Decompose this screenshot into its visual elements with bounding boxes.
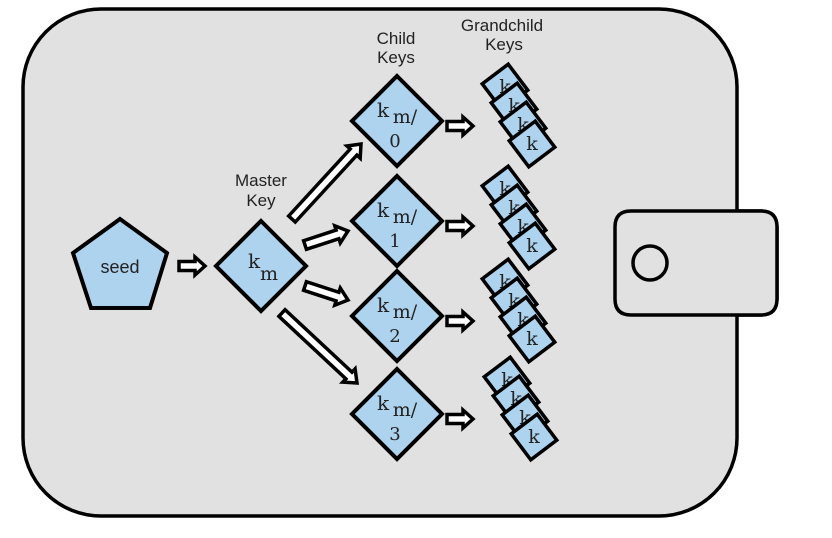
child-key-symbol: k [377,293,390,317]
grandchild-key-label: k [526,328,538,350]
wallet-clasp-button [631,244,669,282]
seed-node: seed [70,216,170,310]
grandchild-key: k [506,220,558,272]
child-key-index: 2 [389,326,400,347]
grandchild-key: k [506,313,558,365]
master-heading-line2: Key [246,191,276,210]
child-key-path: m/ [393,106,418,128]
arrow-master-to-child-1 [301,222,351,252]
grandchild-key: k [506,118,558,170]
arrows-group [177,113,476,432]
arrow-child-to-grandchildren-0 [445,113,476,139]
grandchild-heading-line1: Grandchild [461,16,543,35]
child-key-symbol: k [377,98,390,122]
arrow-child-to-grandchildren-3 [445,406,476,432]
child-key-index: 3 [389,424,400,445]
child-heading-line1: Child [377,29,416,48]
arrow-seed-to-master [177,253,208,279]
grandchild-key: k [508,411,560,463]
seed-label: seed [100,257,139,277]
master-key-subscript: m [260,263,278,285]
master-key-node: k m [213,218,309,314]
wallet-clasp-front [737,209,779,317]
child-key-symbol: k [377,391,390,415]
arrow-master-to-child-3 [276,307,360,385]
child-heading-line2: Keys [377,48,415,67]
arrow-child-to-grandchildren-1 [445,213,476,239]
child-key-path: m/ [393,399,418,421]
child-key-path: m/ [393,301,418,323]
grandchild-key-label: k [526,133,538,155]
grandchild-heading-line2: Keys [485,35,523,54]
grandchild-key-label: k [526,235,538,257]
arrow-master-to-child-0 [286,141,363,225]
child-key-symbol: k [377,198,390,222]
grandchild-key-label: k [528,426,540,448]
arrow-master-to-child-2 [301,279,351,309]
child-key-index: 1 [389,231,400,252]
child-key-path: m/ [393,206,418,228]
arrow-child-to-grandchildren-2 [445,308,476,334]
child-key-index: 0 [389,131,400,152]
master-key-symbol: k [248,249,261,273]
master-heading-line1: Master [235,171,287,190]
